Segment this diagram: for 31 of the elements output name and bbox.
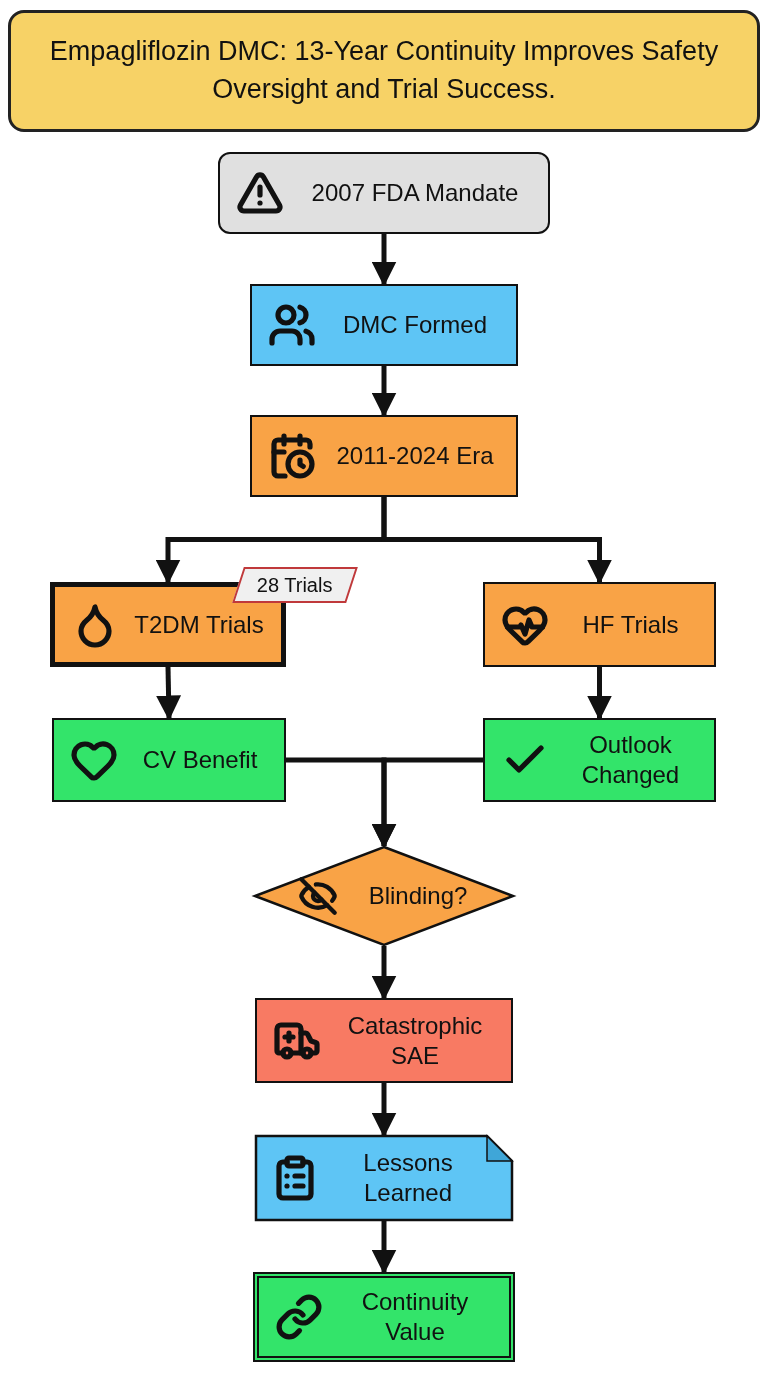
node-label: HF Trials: [581, 609, 680, 640]
node-label: Outlook Changed: [580, 730, 681, 790]
arrow: [587, 667, 612, 721]
arrow: [371, 757, 483, 849]
end-box: [253, 1272, 515, 1362]
process-box: [483, 582, 716, 667]
node-label: T2DM Trials: [133, 609, 265, 640]
node-label: Continuity Value: [360, 1287, 470, 1347]
node-label: Lessons Learned: [362, 1148, 454, 1208]
arrow: [381, 497, 612, 585]
node-label: 2007 FDA Mandate: [310, 178, 520, 208]
title-text: Empagliflozin DMC: 13-Year Continuity Improves Safety Oversight and Trial Success.: [48, 35, 720, 106]
node-label: CV Benefit: [141, 745, 259, 775]
count-tag: 28 Trials: [232, 567, 358, 603]
arrow: [371, 946, 397, 1001]
arrow: [371, 234, 397, 287]
result-box: [483, 718, 716, 802]
node-label: Catastrophic SAE: [346, 1010, 484, 1071]
process-box: [250, 284, 518, 366]
node-label: Blinding?: [367, 881, 469, 911]
arrow: [156, 666, 182, 721]
process-box: [255, 998, 513, 1083]
arrow: [371, 1221, 397, 1275]
document-shape: [255, 1135, 513, 1221]
start-box: [218, 152, 550, 234]
result-box: [52, 718, 286, 802]
arrow: [371, 366, 397, 418]
decision-diamond: [254, 846, 514, 946]
node-label: 2011-2024 Era: [335, 441, 495, 471]
process-box: [250, 415, 518, 497]
node-label: DMC Formed: [342, 310, 488, 340]
